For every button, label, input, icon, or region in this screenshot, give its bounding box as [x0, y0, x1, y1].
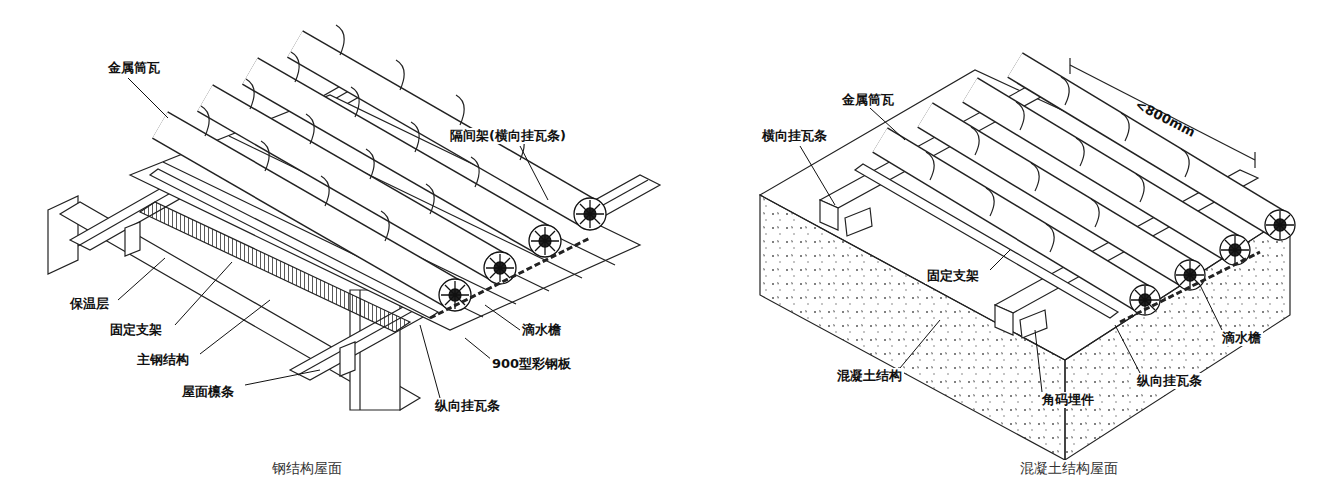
part-label: 纵向挂瓦条 [1135, 373, 1204, 389]
part-label: 金属筒瓦 [106, 60, 162, 76]
part-label: 屋面檩条 [180, 384, 236, 400]
figure-caption: 混凝土结构屋面 [1018, 460, 1120, 476]
part-label: 金属筒瓦 [840, 92, 896, 108]
part-label: 滴水檐 [520, 322, 563, 338]
part-label: 主钢结构 [135, 352, 191, 368]
part-label: 隔间架(横向挂瓦条) [448, 128, 568, 144]
part-label: 纵向挂瓦条 [433, 398, 502, 414]
part-label: 角码埋件 [1040, 392, 1096, 408]
figure-caption: 钢结构屋面 [270, 460, 344, 476]
part-label: 固定支架 [925, 268, 981, 284]
part-label: 横向挂瓦条 [760, 128, 829, 144]
part-label: 900型彩钢板 [490, 356, 573, 372]
part-label: 混凝土结构 [835, 368, 904, 384]
part-label: 固定支架 [108, 322, 164, 338]
part-label: 滴水檐 [1220, 330, 1263, 346]
part-label: 保温层 [68, 296, 111, 312]
